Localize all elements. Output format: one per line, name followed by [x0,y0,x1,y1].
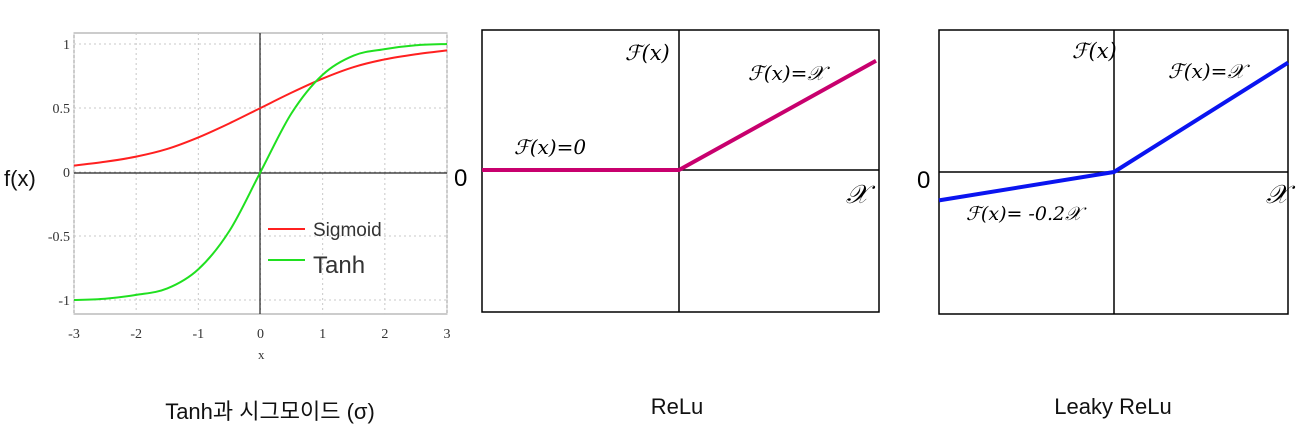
series-lines [73,43,448,301]
annotation-relu-negative: ℱ(𝑥)=0 [514,135,586,159]
y-tick-label: 0 [63,166,70,181]
tick-labels: -3 -2 -1 0 1 2 3 1 0.5 0 -0.5 -1 [48,38,451,342]
x-tick-label: -3 [68,327,80,342]
y-axis-label: ℱ(x) [1072,39,1117,63]
x-axis-label: 𝒳 [1266,180,1296,210]
x-tick-label: 0 [257,327,264,342]
relu-series-line [482,59,877,172]
annotation-relu-positive: ℱ(𝑥)=𝒳 [748,61,830,85]
legend-label-sigmoid: Sigmoid [313,220,382,241]
x-tick-label: 3 [444,327,451,342]
y-tick-label: 1 [63,38,70,53]
sigmoid-tanh-chart: -3 -2 -1 0 1 2 3 1 0.5 0 -0.5 -1 f(x) x Sigmoid Tan… [4,32,451,362]
x-tick-label: 2 [381,327,388,342]
legend: Sigmoid Tanh [268,220,382,279]
y-tick-label: 0.5 [53,102,71,117]
zero-label: 0 [454,165,467,192]
tanh-curve [73,43,448,301]
y-tick-label: -1 [58,294,70,309]
annotation-leaky-negative: ℱ(𝑥)= -0.2𝒳 [966,203,1087,225]
y-tick-label: -0.5 [48,230,70,245]
legend-label-tanh: Tanh [313,252,365,279]
leaky-relu-chart: 0 ℱ(x) 𝒳 ℱ(𝑥)=𝒳 ℱ(𝑥)= -0.2𝒳 [917,29,1296,315]
y-axis-label: ℱ(x) [625,41,670,65]
x-tick-label: -1 [192,327,204,342]
x-tick-label: 1 [319,327,326,342]
caption-sigmoid-tanh: Tanh과 시그모이드 (σ) [165,399,375,424]
sigmoid-curve [73,49,448,167]
caption-relu: ReLu [650,394,704,419]
leaky-relu-series-line [938,60,1290,203]
caption-leaky-relu: Leaky ReLu [1054,394,1172,419]
x-tick-label: -2 [130,327,142,342]
y-axis-label: f(x) [4,166,36,191]
zero-label: 0 [917,167,930,194]
x-axis-label: x [258,347,265,362]
annotation-leaky-positive: ℱ(𝑥)=𝒳 [1168,59,1250,83]
relu-chart: 0 ℱ(x) 𝒳 ℱ(𝑥)=0 ℱ(𝑥)=𝒳 [454,29,880,313]
